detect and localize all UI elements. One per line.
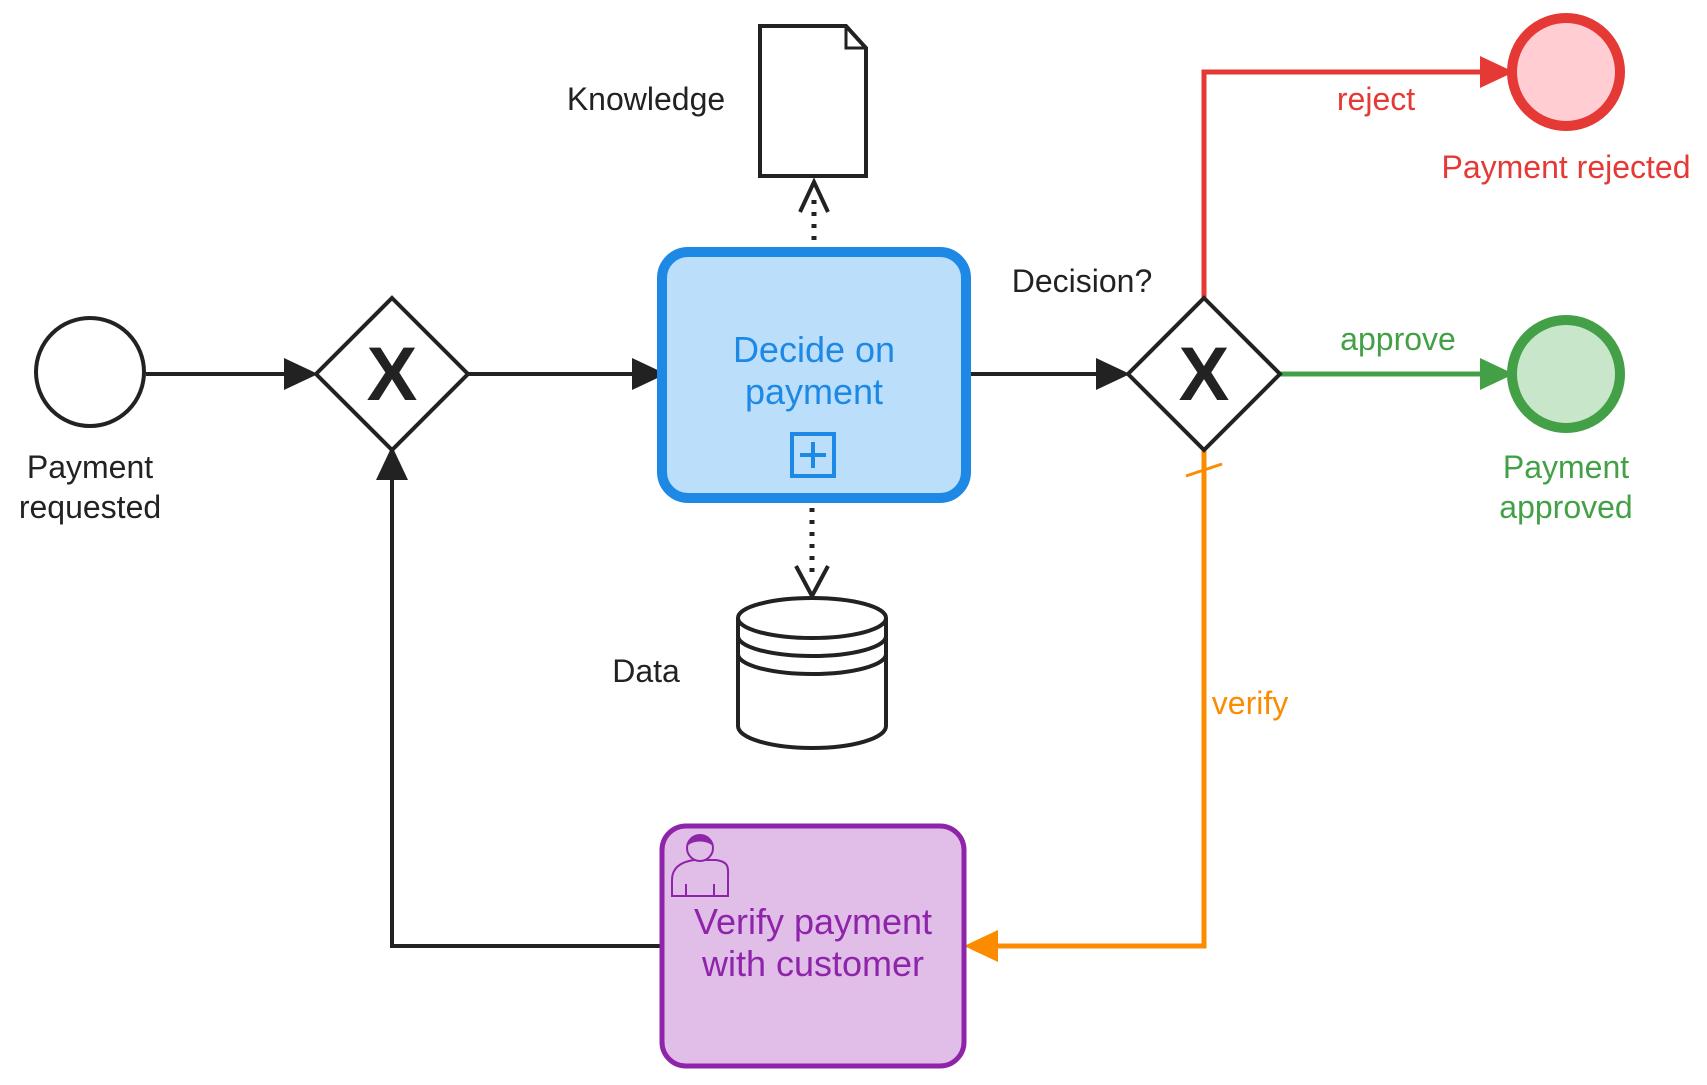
end-event-approved-label-line2: approved	[1499, 489, 1632, 525]
data-store[interactable]	[736, 596, 888, 750]
flow-verify-label: verify	[1212, 685, 1288, 721]
knowledge-data-object[interactable]	[758, 24, 868, 178]
start-event-label-line1: Payment	[27, 449, 153, 485]
verify-task-label-line2: with customer	[701, 943, 924, 984]
data-store-label: Data	[612, 653, 680, 689]
decision-gateway[interactable]: X	[1125, 295, 1283, 453]
association-to-knowledge[interactable]	[798, 177, 830, 240]
subprocess-plus-icon[interactable]	[790, 432, 836, 478]
end-event-approved-label-line1: Payment	[1503, 449, 1629, 485]
default-flow-slash	[1185, 462, 1223, 478]
verify-payment-task[interactable]: Verify payment with customer	[659, 823, 967, 1069]
flow-reject[interactable]	[1201, 56, 1514, 298]
start-event[interactable]	[34, 316, 146, 428]
decide-task-label-line1: Decide on	[733, 329, 895, 370]
verify-task-label-line1: Verify payment	[694, 901, 932, 942]
association-to-data[interactable]	[794, 508, 830, 601]
flow-verify[interactable]	[964, 450, 1223, 962]
end-event-approved[interactable]	[1507, 315, 1625, 433]
decide-task-label-line2: payment	[745, 371, 883, 412]
end-event-rejected-label: Payment rejected	[1441, 149, 1690, 185]
flow-approve[interactable]	[1280, 358, 1514, 390]
user-icon	[671, 834, 730, 897]
flow-start-to-merge[interactable]	[146, 358, 318, 390]
merge-gateway[interactable]: X	[313, 295, 471, 453]
flow-verify-to-merge[interactable]	[376, 446, 662, 948]
flow-decide-to-decision[interactable]	[966, 358, 1130, 390]
merge-gateway-x-icon: X	[367, 332, 418, 417]
start-event-label-line2: requested	[19, 489, 161, 525]
end-event-rejected[interactable]	[1507, 13, 1625, 131]
flow-merge-to-decide[interactable]	[466, 358, 666, 390]
decision-gateway-x-icon: X	[1179, 332, 1230, 417]
decision-gateway-label: Decision?	[1012, 263, 1153, 299]
flow-reject-label: reject	[1337, 81, 1415, 117]
flow-approve-label: approve	[1340, 321, 1456, 357]
decide-on-payment-task[interactable]: Decide on payment	[657, 247, 971, 503]
knowledge-label: Knowledge	[567, 81, 725, 117]
